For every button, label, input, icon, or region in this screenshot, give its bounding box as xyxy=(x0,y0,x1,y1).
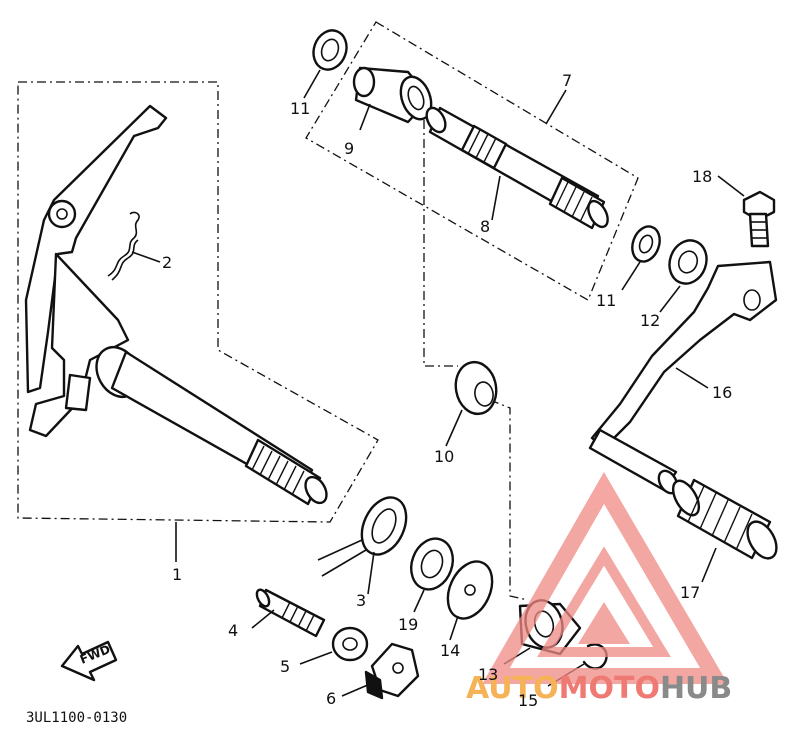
leader-17 xyxy=(701,547,717,583)
shift-shaft-assembly xyxy=(24,104,328,506)
callout-13: 13 xyxy=(478,665,498,684)
callout-11-top: 11 xyxy=(290,99,310,118)
watermark-moto: MOTO xyxy=(559,671,660,706)
watermark-hub: HUB xyxy=(660,671,732,706)
bushing-12 xyxy=(659,239,708,313)
callout-1: 1 xyxy=(172,565,182,584)
callout-6: 6 xyxy=(326,689,336,708)
callout-14: 14 xyxy=(440,641,460,660)
washer-11-top xyxy=(303,29,348,99)
leader-10-to-9 xyxy=(423,120,458,367)
shift-pedal-16 xyxy=(588,260,778,495)
callout-2: 2 xyxy=(162,253,172,272)
callout-16: 16 xyxy=(712,383,732,402)
washer-14 xyxy=(446,560,494,641)
bolt-18 xyxy=(717,175,776,248)
washer-11-right xyxy=(621,225,661,291)
nut-5 xyxy=(299,626,369,665)
callout-11-right: 11 xyxy=(596,291,616,310)
callout-5: 5 xyxy=(280,657,290,676)
collar-10 xyxy=(445,360,498,447)
callout-8: 8 xyxy=(480,217,490,236)
bolt-4 xyxy=(251,588,326,638)
fwd-arrow-icon: FWD xyxy=(60,640,118,682)
callout-17: 17 xyxy=(680,583,700,602)
callout-9: 9 xyxy=(344,139,354,158)
spring-2 xyxy=(107,211,161,281)
callout-19: 19 xyxy=(398,615,418,634)
callout-15: 15 xyxy=(518,691,538,710)
leader-10-to-13 xyxy=(489,399,529,601)
stopper-6 xyxy=(341,642,420,700)
callout-18: 18 xyxy=(692,167,712,186)
callout-3: 3 xyxy=(356,591,366,610)
callout-4: 4 xyxy=(228,621,238,640)
collar-9 xyxy=(352,66,433,131)
pedal-rubber-17 xyxy=(671,478,778,560)
svg-text:AUTOMOTOHUB: AUTOMOTOHUB xyxy=(466,671,732,706)
spring-3 xyxy=(317,496,408,595)
leader-7 xyxy=(545,89,567,125)
callout-7: 7 xyxy=(562,71,572,90)
shaft-8 xyxy=(425,106,609,230)
watermark-auto: AUTO xyxy=(466,671,559,706)
bearing-19 xyxy=(410,537,454,613)
shaft-kit-box xyxy=(305,21,639,301)
callout-10: 10 xyxy=(434,447,454,466)
automotohub-logo xyxy=(482,472,728,684)
drawing-code: 3UL1100-0130 xyxy=(26,710,127,726)
shift-shaft-assembly-box xyxy=(17,81,379,523)
callout-12: 12 xyxy=(640,311,660,330)
